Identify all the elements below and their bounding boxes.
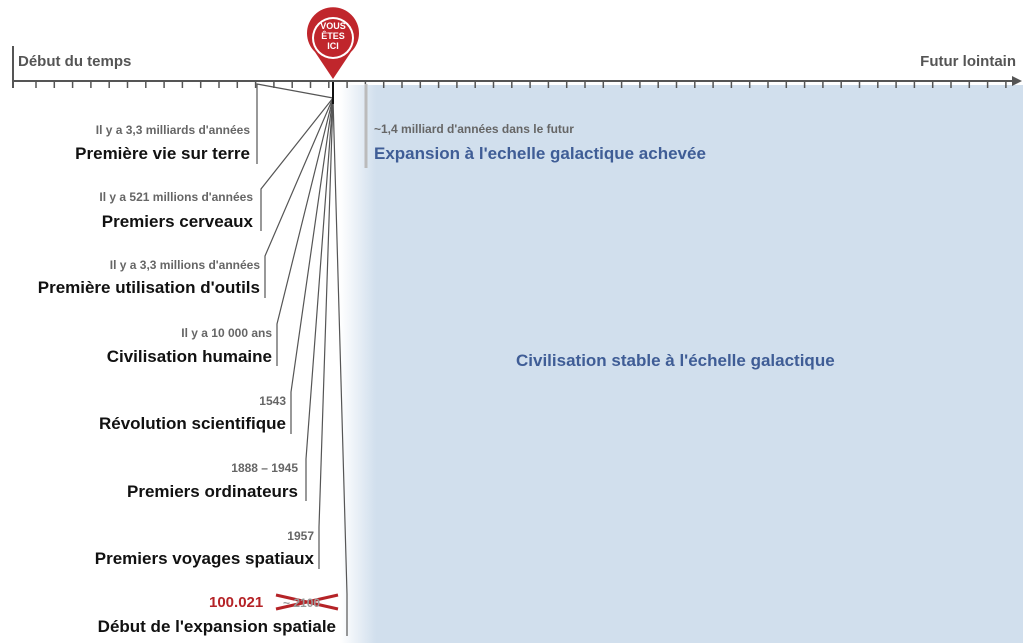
event-connector <box>305 97 334 501</box>
you-are-here-label: VOUS ÊTES ICI <box>313 21 353 51</box>
event-connector <box>256 83 334 164</box>
event-title: Révolution scientifique <box>98 414 286 433</box>
event-date: Il y a 3,3 millions d'années <box>109 258 260 272</box>
event-date-crossed: ~ 2100 <box>283 596 321 610</box>
future-region <box>375 85 1023 643</box>
event-connector <box>332 97 348 636</box>
event-title: Civilisation humaine <box>106 347 272 366</box>
event-title: Début de l'expansion spatiale <box>97 617 336 636</box>
future-event-date: ~1,4 milliard d'années dans le futur <box>374 122 574 136</box>
event-connector <box>276 97 334 366</box>
event-date: 1888 – 1945 <box>231 461 298 475</box>
future-region-fade <box>340 85 376 643</box>
you-are-here-pin <box>307 7 360 79</box>
event-connectors <box>256 83 348 636</box>
future-region-label: Civilisation stable à l'échelle galactiq… <box>516 351 835 370</box>
event-date: 1543 <box>259 394 286 408</box>
event-title: Premiers voyages spatiaux <box>94 549 314 568</box>
axis-arrow <box>1012 76 1022 86</box>
event-date: Il y a 3,3 milliards d'années <box>95 123 250 137</box>
future-event-title: Expansion à l'echelle galactique achevée <box>374 144 706 163</box>
event-title: Premiers ordinateurs <box>126 482 298 501</box>
event-connector <box>264 97 334 298</box>
pin-line-3: ICI <box>327 41 339 51</box>
event-connector <box>290 97 334 434</box>
axis-ticks <box>35 81 1007 88</box>
axis-start-label: Début du temps <box>18 53 132 70</box>
pin-line-1: VOUS <box>320 21 346 31</box>
event-date: 1957 <box>287 529 314 543</box>
crossed-out-date <box>275 593 339 611</box>
event-title: Premiers cerveaux <box>101 212 253 231</box>
event-connector <box>318 97 334 569</box>
event-date: Il y a 521 millions d'années <box>99 190 253 204</box>
event-date: Il y a 10 000 ans <box>181 326 272 340</box>
event-title: Première vie sur terre <box>75 144 250 163</box>
event-title: Première utilisation d'outils <box>37 278 260 297</box>
event-date-corrected: 100.021 <box>209 594 264 611</box>
event-connector <box>260 97 334 231</box>
axis-end-label: Futur lointain <box>920 53 1016 70</box>
pin-line-2: ÊTES <box>321 31 345 41</box>
